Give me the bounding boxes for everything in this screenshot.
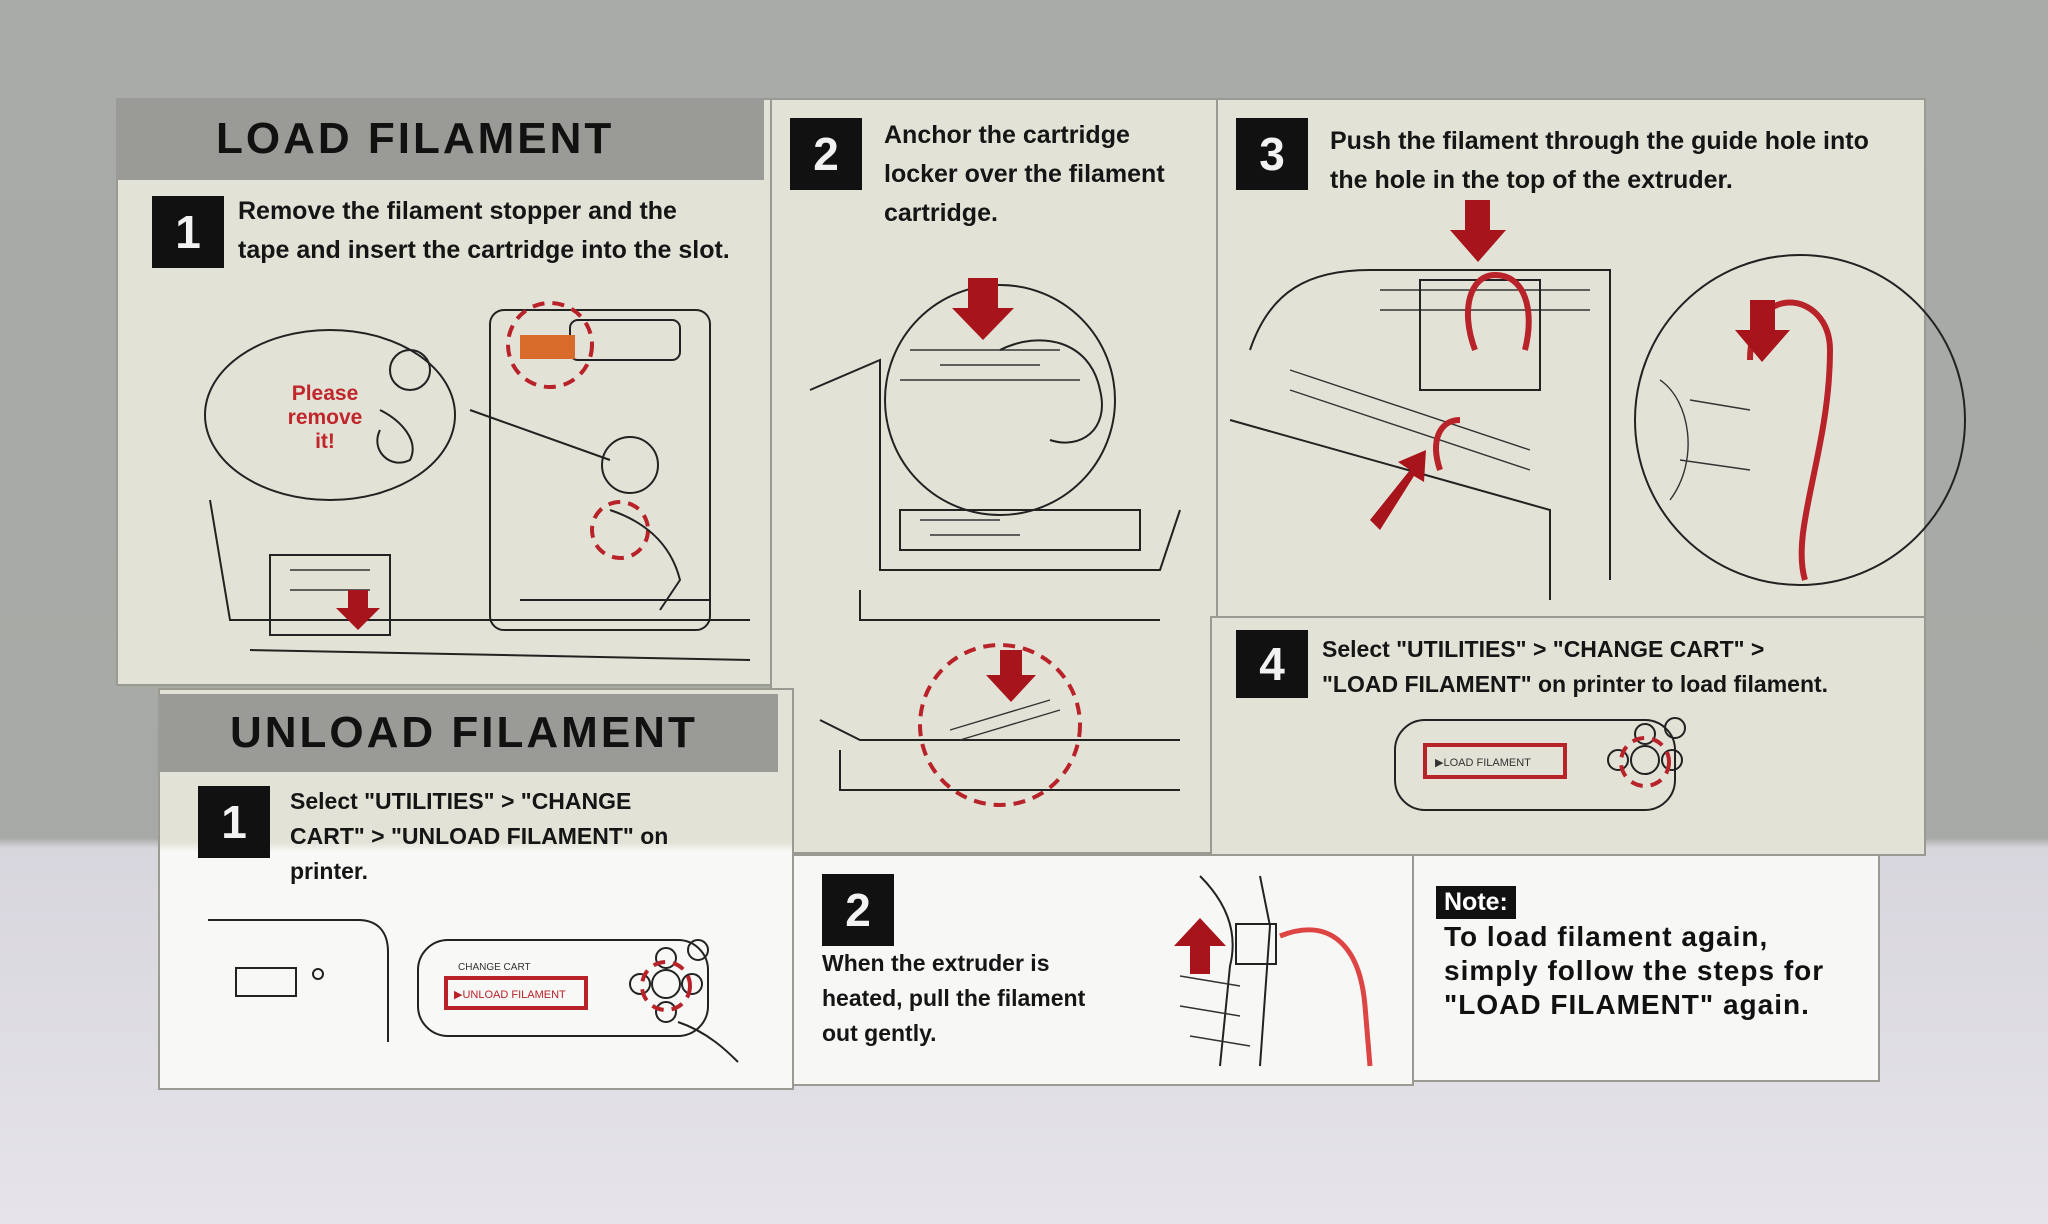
unload-filament-title: UNLOAD FILAMENT — [230, 708, 698, 757]
load-step-3-text: Push the filament through the guide hole… — [1330, 127, 1869, 194]
load-step-3-panel — [1216, 98, 1926, 618]
unload-screen-line2: ▶UNLOAD FILAMENT — [454, 989, 566, 1001]
load-step-1-text: Remove the filament stopper and the tape… — [238, 197, 730, 264]
unload-step-1-text: Select "UTILITIES" > "CHANGE CART" > "UN… — [290, 788, 669, 884]
load-step-3-number: 3 — [1236, 118, 1308, 190]
unload-screen-line1: CHANGE CART — [458, 962, 531, 973]
unload-step-2-panel — [792, 854, 1414, 1086]
unload-step-2-text: When the extruder is heated, pull the fi… — [822, 950, 1086, 1046]
load-step-4-text: Select "UTILITIES" > "CHANGE CART" > "LO… — [1322, 636, 1829, 697]
load-filament-header: LOAD FILAMENT — [116, 98, 764, 180]
load-filament-title: LOAD FILAMENT — [216, 114, 615, 163]
note-label: Note: — [1436, 886, 1516, 919]
load-step-4-number: 4 — [1236, 630, 1308, 698]
load-step-2-text: Anchor the cartridge locker over the fil… — [884, 121, 1165, 227]
cartridge-locker-illustration — [809, 278, 1181, 807]
load-step-2-panel — [770, 98, 1218, 854]
cartridge-insert-illustration — [204, 301, 751, 661]
load-step-4-panel — [1210, 616, 1926, 856]
printer-control-panel-unload: CHANGE CART ▶UNLOAD FILAMENT — [208, 919, 739, 1063]
unload-filament-header: UNLOAD FILAMENT — [158, 694, 778, 772]
guide-hole-illustration — [1229, 200, 1966, 600]
unload-step-1-number: 1 — [198, 786, 270, 858]
load-screen-text: ▶LOAD FILAMENT — [1435, 757, 1531, 769]
printer-control-panel-load: ▶LOAD FILAMENT — [1394, 717, 1686, 811]
load-step-1-number: 1 — [152, 196, 224, 268]
pull-filament-illustration — [1174, 875, 1373, 1067]
load-step-2-number: 2 — [790, 118, 862, 190]
please-remove-callout: Please remove it! — [287, 382, 363, 453]
note-text: To load filament again, simply follow th… — [1444, 921, 1825, 1020]
unload-step-2-number: 2 — [822, 874, 894, 946]
